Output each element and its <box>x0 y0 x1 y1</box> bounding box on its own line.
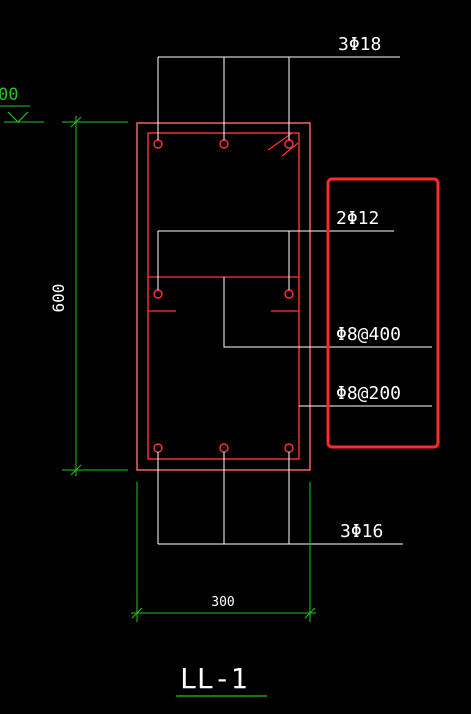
side-rebar <box>284 289 294 299</box>
tie-400-label: Φ8@400 <box>336 324 401 345</box>
side-bars-label: 2Φ12 <box>336 208 379 229</box>
bottom-bars-label: 3Φ16 <box>340 521 383 542</box>
height-dimension: 600 <box>49 116 128 476</box>
elevation-text: 00 <box>0 85 18 105</box>
stirrup-hook <box>267 132 293 151</box>
elevation-marker: 00 <box>0 85 44 123</box>
elevation-triangle-icon <box>7 111 29 123</box>
title-text: LL-1 <box>180 662 247 695</box>
drawing-title: LL-1 <box>176 662 267 697</box>
side-rebar <box>153 289 163 299</box>
width-dimension: 300 <box>131 482 316 622</box>
height-dimension-label: 600 <box>49 284 68 313</box>
width-dimension-label: 300 <box>211 595 234 610</box>
top-rebar <box>153 139 163 149</box>
bottom-rebar <box>219 443 229 453</box>
bottom-rebar <box>153 443 163 453</box>
top-rebar <box>219 139 229 149</box>
highlight-box <box>326 177 440 449</box>
leader-lines <box>157 56 432 545</box>
top-bars-label: 3Φ18 <box>338 34 381 55</box>
tie-200-label: Φ8@200 <box>336 383 401 404</box>
top-rebar <box>284 139 294 149</box>
bottom-rebar <box>284 443 294 453</box>
